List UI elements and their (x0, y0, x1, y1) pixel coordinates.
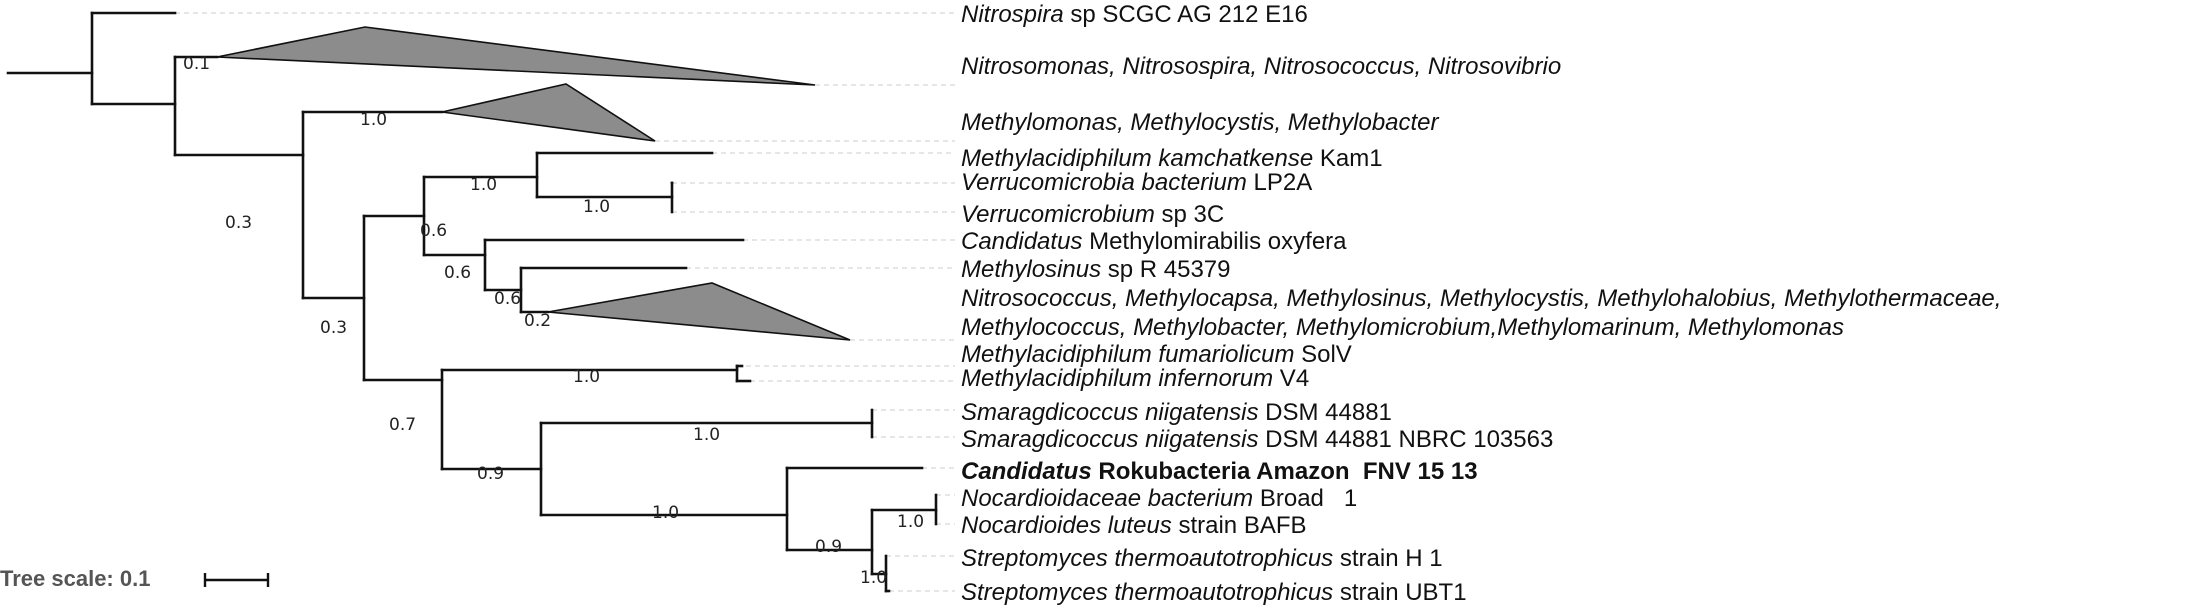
tree-branches (6, 11, 938, 593)
leaf-label-part: Verrucomicrobium (961, 201, 1155, 228)
leaf-label-methylacidiphilum-fumariolicum: Methylacidiphilum fumariolicum SolV (961, 341, 1352, 368)
leaf-label-methylacidiphilum-kamchatkense: Methylacidiphilum kamchatkense Kam1 (961, 145, 1383, 172)
leaf-label-part: sp 3C (1155, 201, 1224, 228)
leaf-label-part: Rokubacteria Amazon FNV 15 13 (1092, 458, 1478, 485)
support-value: 0.7 (389, 415, 416, 435)
leaf-label-nocardioides-luteus: Nocardioides luteus strain BAFB (961, 512, 1307, 539)
leaf-label-part: Candidatus (961, 458, 1092, 485)
collapsed-clade-triangle (441, 83, 656, 142)
leaf-label-part: Methylococcus, Methylobacter, Methylomic… (961, 314, 1844, 341)
leaf-label-verrucomicrobia-bacterium: Verrucomicrobia bacterium LP2A (961, 169, 1312, 196)
leaf-label-part: DSM 44881 (1258, 399, 1391, 426)
leaf-label-nitrospira: Nitrospira sp SCGC AG 212 E16 (961, 1, 1308, 28)
leaf-label-part: Nitrosococcus, Methylocapsa, Methylosinu… (961, 285, 2001, 312)
leaf-label-part: Methylacidiphilum kamchatkense (961, 145, 1313, 172)
leaf-label-part: strain BAFB (1172, 512, 1307, 539)
leaf-label-part: Nitrosomonas, Nitrosospira, Nitrosococcu… (961, 53, 1561, 80)
leaf-label-part: Methylomonas, Methylocystis, Methylobact… (961, 109, 1440, 136)
leaf-label-part: DSM 44881 NBRC 103563 (1258, 426, 1553, 453)
leaf-label-part: sp SCGC AG 212 E16 (1064, 1, 1308, 28)
leaf-label-nitrosomonas-clade: Nitrosomonas, Nitrosospira, Nitrosococcu… (961, 53, 1561, 80)
leaf-label-part: Kam1 (1313, 145, 1382, 172)
leaf-label-nocardioidaceae: Nocardioidaceae bacterium Broad 1 (961, 485, 1357, 512)
leaf-label-part: Smaragdicoccus niigatensis (961, 426, 1258, 453)
support-value: 1.0 (470, 175, 497, 195)
support-value: 1.0 (693, 425, 720, 445)
leaf-label-part: Candidatus (961, 228, 1082, 255)
support-value: 0.3 (225, 213, 252, 233)
leaf-label-part: Smaragdicoccus niigatensis (961, 399, 1258, 426)
leaf-label-part: SolV (1294, 341, 1351, 368)
leaf-label-rokubacteria: Candidatus Rokubacteria Amazon FNV 15 13 (961, 458, 1478, 485)
support-value: 1.0 (583, 197, 610, 217)
support-value: 0.1 (183, 54, 210, 74)
leaf-label-smaragdicoccus-dsm: Smaragdicoccus niigatensis DSM 44881 (961, 399, 1392, 426)
leaf-label-methylacidiphilum-infernorum: Methylacidiphilum infernorum V4 (961, 365, 1309, 392)
support-values: 0.1 1.0 0.3 1.0 1.0 0.6 0.6 0.6 0.2 0.3 … (183, 54, 924, 588)
leader-lines (175, 12, 955, 592)
leaf-label-methylosinus: Methylosinus sp R 45379 (961, 256, 1230, 283)
leaf-label-part: sp R 45379 (1101, 256, 1230, 283)
leaf-label-part: V4 (1273, 365, 1309, 392)
support-value: 1.0 (573, 367, 600, 387)
leaf-label-methylomonas-clade: Methylomonas, Methylocystis, Methylobact… (961, 109, 1440, 136)
leaf-label-part: Methylosinus (961, 256, 1101, 283)
support-value: 1.0 (360, 110, 387, 130)
leaf-label-part: Broad 1 (1253, 485, 1357, 512)
support-value: 0.3 (320, 318, 347, 338)
leaf-label-verrucomicrobium: Verrucomicrobium sp 3C (961, 201, 1224, 228)
leaf-label-methylomirabilis: Candidatus Methylomirabilis oxyfera (961, 228, 1347, 255)
leaf-label-smaragdicoccus-nbrc: Smaragdicoccus niigatensis DSM 44881 NBR… (961, 426, 1553, 453)
leaf-label-part: Streptomyces thermoautotrophicus (961, 579, 1333, 606)
support-value: 1.0 (652, 503, 679, 523)
leaf-label-mixed-clade-line1: Nitrosococcus, Methylocapsa, Methylosinu… (961, 285, 2001, 312)
leaf-label-part: Nocardioidaceae bacterium (961, 485, 1253, 512)
support-value: 0.9 (815, 537, 842, 557)
leaf-label-part: Methylacidiphilum fumariolicum (961, 341, 1294, 368)
leaf-label-part: Methylomirabilis oxyfera (1082, 228, 1347, 255)
support-value: 0.9 (477, 464, 504, 484)
collapsed-clade-triangle (216, 26, 816, 86)
leaf-label-part: Streptomyces thermoautotrophicus (961, 545, 1333, 572)
support-value: 0.6 (444, 263, 471, 283)
support-value: 0.2 (524, 311, 551, 331)
leaf-labels: Nitrospira sp SCGC AG 212 E16Nitrosomona… (961, 1, 2001, 606)
tree-scale: Tree scale: 0.1 (0, 566, 270, 591)
leaf-label-streptomyces-ubt1: Streptomyces thermoautotrophicus strain … (961, 579, 1467, 606)
leaf-label-part: strain UBT1 (1333, 579, 1466, 606)
support-value: 1.0 (860, 568, 887, 588)
leaf-label-part: Nitrospira (961, 1, 1064, 28)
leaf-label-part: strain H 1 (1333, 545, 1442, 572)
leaf-label-part: LP2A (1247, 169, 1312, 196)
leaf-label-part: Nocardioides luteus (961, 512, 1172, 539)
support-value: 1.0 (897, 512, 924, 532)
leaf-label-part: Methylacidiphilum infernorum (961, 365, 1273, 392)
leaf-label-mixed-clade-line2: Methylococcus, Methylobacter, Methylomic… (961, 314, 1844, 341)
tree-scale-label: Tree scale: 0.1 (0, 566, 150, 591)
support-value: 0.6 (420, 221, 447, 241)
collapsed-clade-triangle (547, 282, 851, 341)
leaf-label-part: Verrucomicrobia bacterium (961, 169, 1247, 196)
support-value: 0.6 (494, 289, 521, 309)
leaf-label-streptomyces-h1: Streptomyces thermoautotrophicus strain … (961, 545, 1443, 572)
